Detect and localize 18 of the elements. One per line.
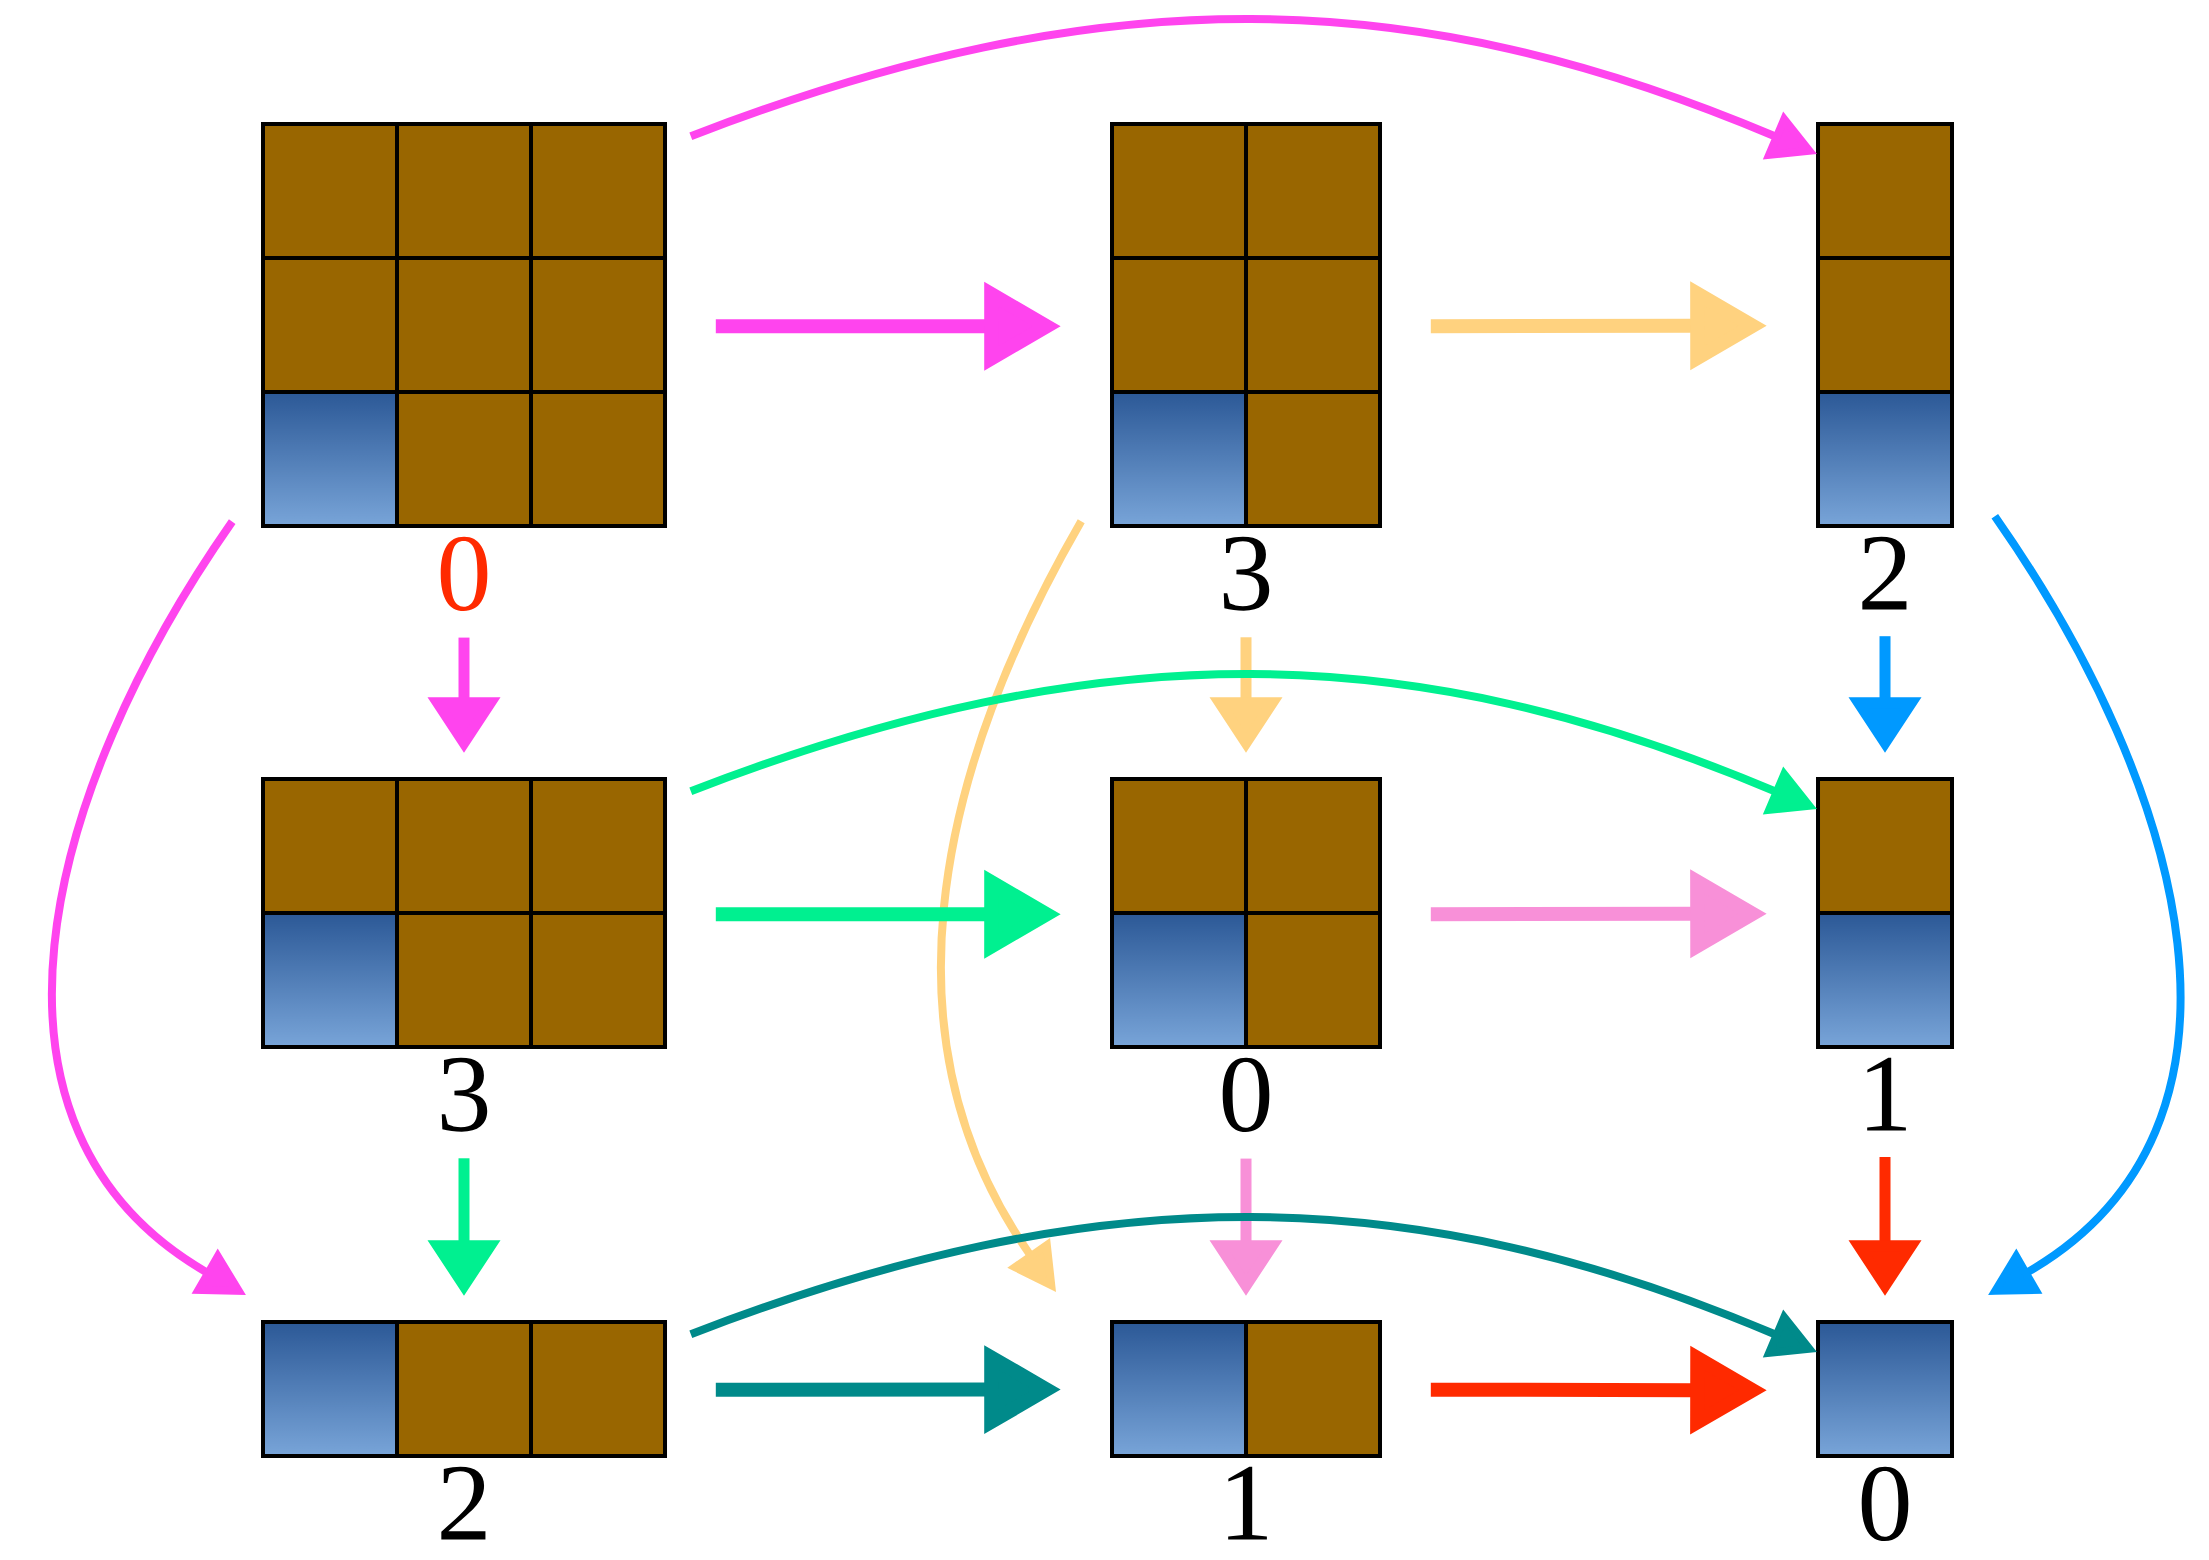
node-label: 0 xyxy=(440,536,488,612)
node-label: 1 xyxy=(1867,1057,1906,1131)
chocolate-bar: 3 xyxy=(1110,122,1382,611)
node-label: 3 xyxy=(1223,536,1270,611)
chocolate-bar: 2 xyxy=(1816,122,1954,610)
chocolate-bar: 1 xyxy=(1110,1320,1382,1540)
chocolate-bar: 2 xyxy=(261,1320,667,1540)
node-label: 3 xyxy=(441,1057,488,1132)
node-label: 0 xyxy=(1861,1466,1909,1541)
chocolate-bar: 0 xyxy=(1816,1320,1954,1541)
chocolate-bar: 0 xyxy=(261,122,667,611)
node-label: 2 xyxy=(1862,536,1907,610)
chocolate-bar: 0 xyxy=(1110,777,1382,1132)
node-label: 2 xyxy=(441,1466,486,1540)
node-label: 0 xyxy=(1222,1057,1270,1133)
chocolate-bar: 1 xyxy=(1816,777,1954,1131)
node-label: 1 xyxy=(1228,1466,1267,1540)
chocolate-bar: 3 xyxy=(261,777,667,1132)
